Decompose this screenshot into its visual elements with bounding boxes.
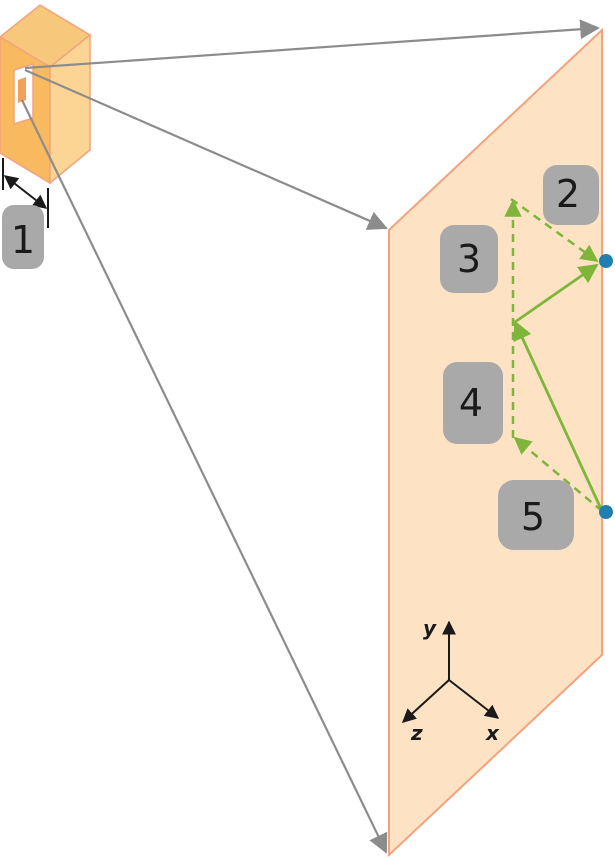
badge-3-text: 3 bbox=[457, 237, 481, 281]
ray-lower bbox=[21, 99, 388, 854]
ray-upper bbox=[24, 68, 388, 230]
axis-z bbox=[401, 679, 450, 723]
box-side bbox=[49, 33, 91, 185]
axis-y-label: y bbox=[423, 616, 437, 640]
axis-x-label: x bbox=[485, 721, 500, 745]
point-top bbox=[599, 254, 613, 268]
point-bottom bbox=[599, 505, 613, 519]
width-arrow bbox=[3, 175, 48, 209]
solid-vector-up bbox=[513, 320, 604, 512]
badge-4-text: 4 bbox=[459, 381, 483, 425]
badge-5-text: 5 bbox=[521, 495, 545, 539]
badge-5: 5 bbox=[498, 480, 574, 550]
projection-rays bbox=[21, 19, 600, 854]
box-opening-inner bbox=[18, 77, 26, 103]
axis-z-label: z bbox=[410, 721, 423, 745]
dashed-diagonal-top bbox=[510, 197, 599, 263]
badge-3: 3 bbox=[440, 225, 498, 293]
dashed-diagonal-bottom bbox=[513, 436, 603, 512]
badge-1: 1 bbox=[2, 205, 44, 269]
ray-top bbox=[24, 19, 600, 70]
vectors bbox=[504, 197, 604, 512]
solid-vector-right bbox=[514, 263, 599, 324]
badge-2: 2 bbox=[543, 165, 599, 225]
aperture-box bbox=[0, 4, 92, 185]
badge-2-text: 2 bbox=[556, 172, 580, 216]
width-dimension bbox=[2, 158, 49, 228]
badge-1-text: 1 bbox=[11, 218, 35, 262]
badge-4: 4 bbox=[443, 362, 503, 444]
axis-x bbox=[448, 679, 500, 719]
coordinate-axes bbox=[401, 620, 500, 723]
